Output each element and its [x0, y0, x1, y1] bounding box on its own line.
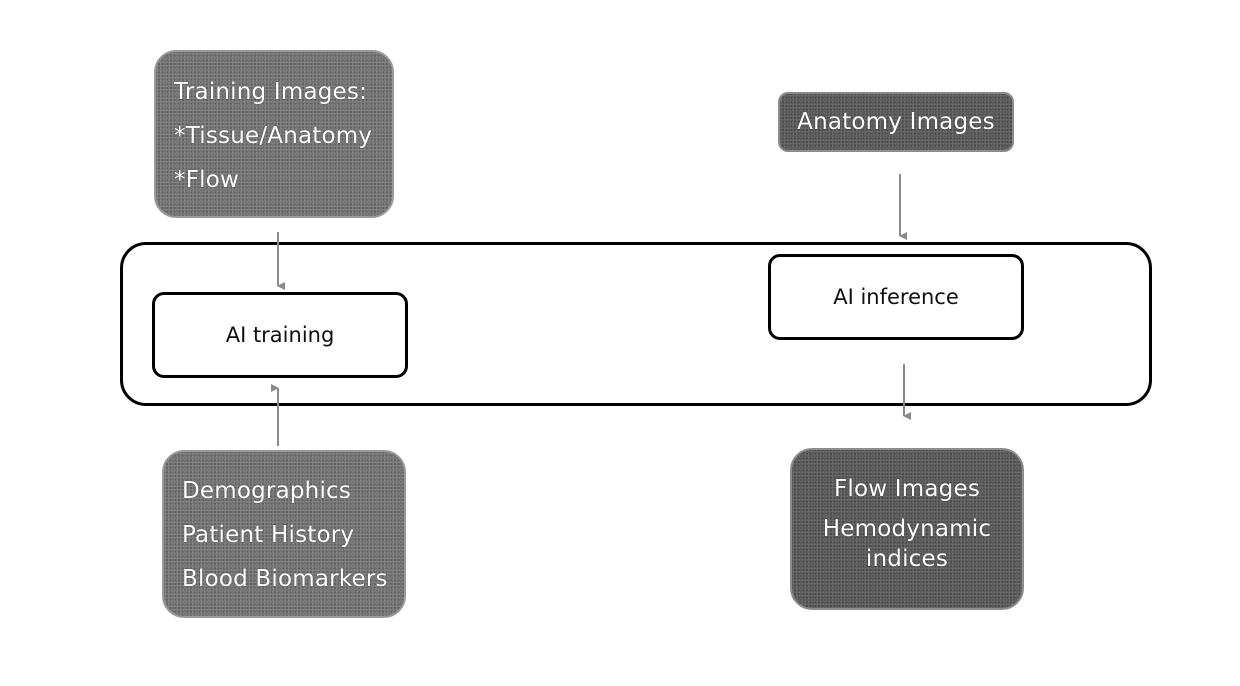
outputs-indices: indices — [792, 544, 1022, 574]
outputs-flow-images: Flow Images — [792, 474, 1022, 504]
patient-data-demographics: Demographics — [182, 476, 404, 506]
ai-training-label: AI training — [226, 323, 335, 347]
outputs-box: Flow Images Hemodynamic indices — [790, 448, 1024, 610]
ai-training-box: AI training — [152, 292, 408, 378]
ai-inference-label: AI inference — [833, 285, 959, 309]
patient-data-history: Patient History — [182, 520, 404, 550]
training-images-item-flow: *Flow — [174, 165, 392, 195]
training-images-title: Training Images: — [174, 77, 392, 107]
patient-data-biomarkers: Blood Biomarkers — [182, 564, 404, 594]
ai-inference-box: AI inference — [768, 254, 1024, 340]
anatomy-images-box: Anatomy Images — [778, 92, 1014, 152]
anatomy-images-label: Anatomy Images — [797, 107, 995, 137]
patient-data-box: Demographics Patient History Blood Bioma… — [162, 450, 406, 618]
training-images-item-tissue: *Tissue/Anatomy — [174, 121, 392, 151]
training-images-box: Training Images: *Tissue/Anatomy *Flow — [154, 50, 394, 218]
outputs-hemodynamic: Hemodynamic — [792, 514, 1022, 544]
